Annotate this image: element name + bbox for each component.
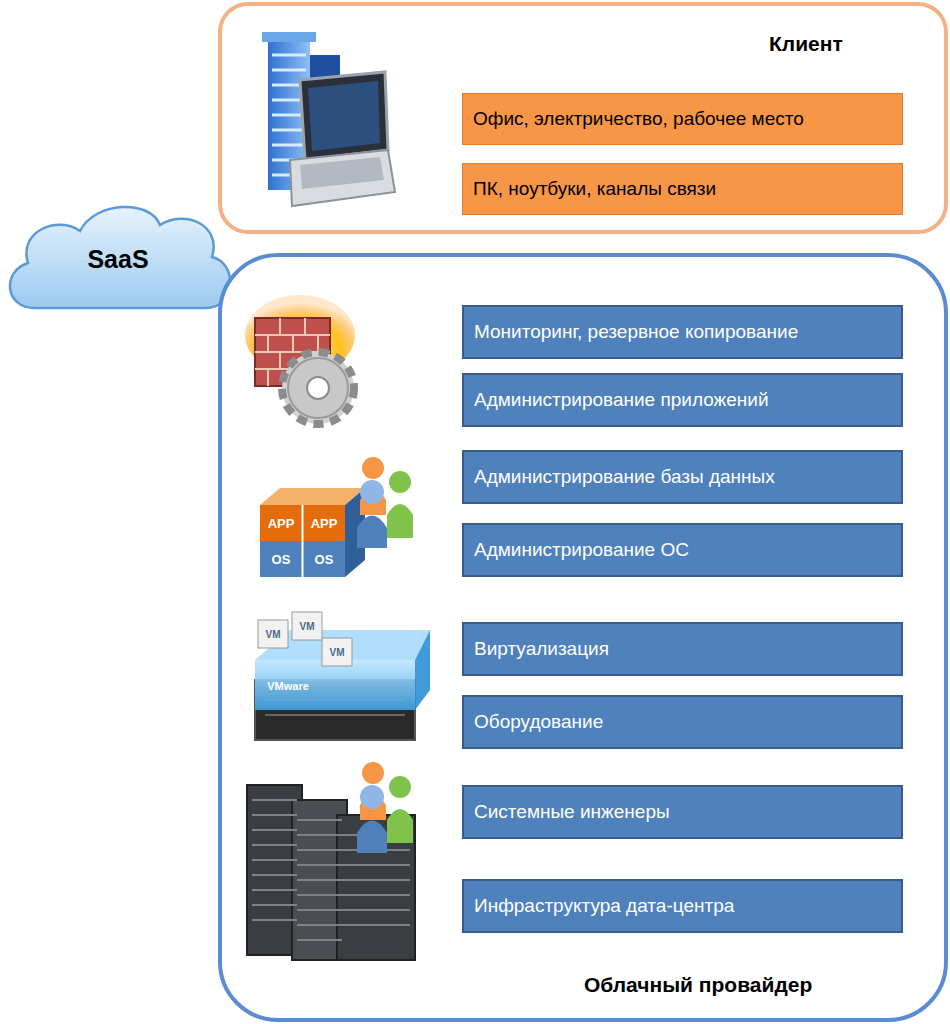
icon-label: OS: [315, 552, 334, 567]
icon-label: APP: [311, 516, 338, 531]
icon-label: VM: [330, 647, 345, 658]
box-label: ПК, ноутбуки, каналы связи: [463, 178, 716, 200]
layer-box: Офис, электричество, рабочее место: [462, 93, 903, 145]
icon-label: VMware: [267, 680, 309, 692]
layer-box: ПК, ноутбуки, каналы связи: [462, 163, 903, 215]
cloud-outline: [10, 207, 230, 308]
box-label: Виртуализация: [464, 638, 609, 660]
layer-box: Системные инженеры: [462, 785, 903, 839]
layer-box: Инфраструктура дата-центра: [462, 879, 903, 933]
box-label: Администрирование базы данных: [464, 466, 775, 488]
layer-box: Оборудование: [462, 695, 903, 749]
box-label: Инфраструктура дата-центра: [464, 895, 734, 917]
icon-label: VM: [266, 629, 281, 640]
layer-box: Администрирование базы данных: [462, 450, 903, 504]
group-heading: Клиент: [769, 32, 843, 56]
layer-box: Виртуализация: [462, 622, 903, 676]
service-cloud: SaaS: [0, 193, 236, 318]
group-panel: КлиентОфис, электричество, рабочее место…: [218, 2, 948, 234]
box-label: SaaS: [87, 245, 148, 274]
box-label: Системные инженеры: [464, 801, 670, 823]
layer-box: Администрирование приложений: [462, 373, 903, 427]
layer-box: Администрирование ОС: [462, 523, 903, 577]
box-label: Администрирование ОС: [464, 539, 689, 561]
group-heading: Облачный провайдер: [584, 973, 812, 997]
box-label: Офис, электричество, рабочее место: [463, 108, 804, 130]
box-label: Администрирование приложений: [464, 389, 769, 411]
icon-label: VM: [300, 621, 315, 632]
box-label: Оборудование: [464, 711, 603, 733]
layer-box: Мониторинг, резервное копирование: [462, 305, 903, 359]
icon-label: APP: [268, 516, 295, 531]
group-panel: Облачный провайдер Мониторинг, резервное …: [218, 253, 948, 1022]
icon-label: OS: [272, 552, 291, 567]
box-label: Мониторинг, резервное копирование: [464, 321, 798, 343]
